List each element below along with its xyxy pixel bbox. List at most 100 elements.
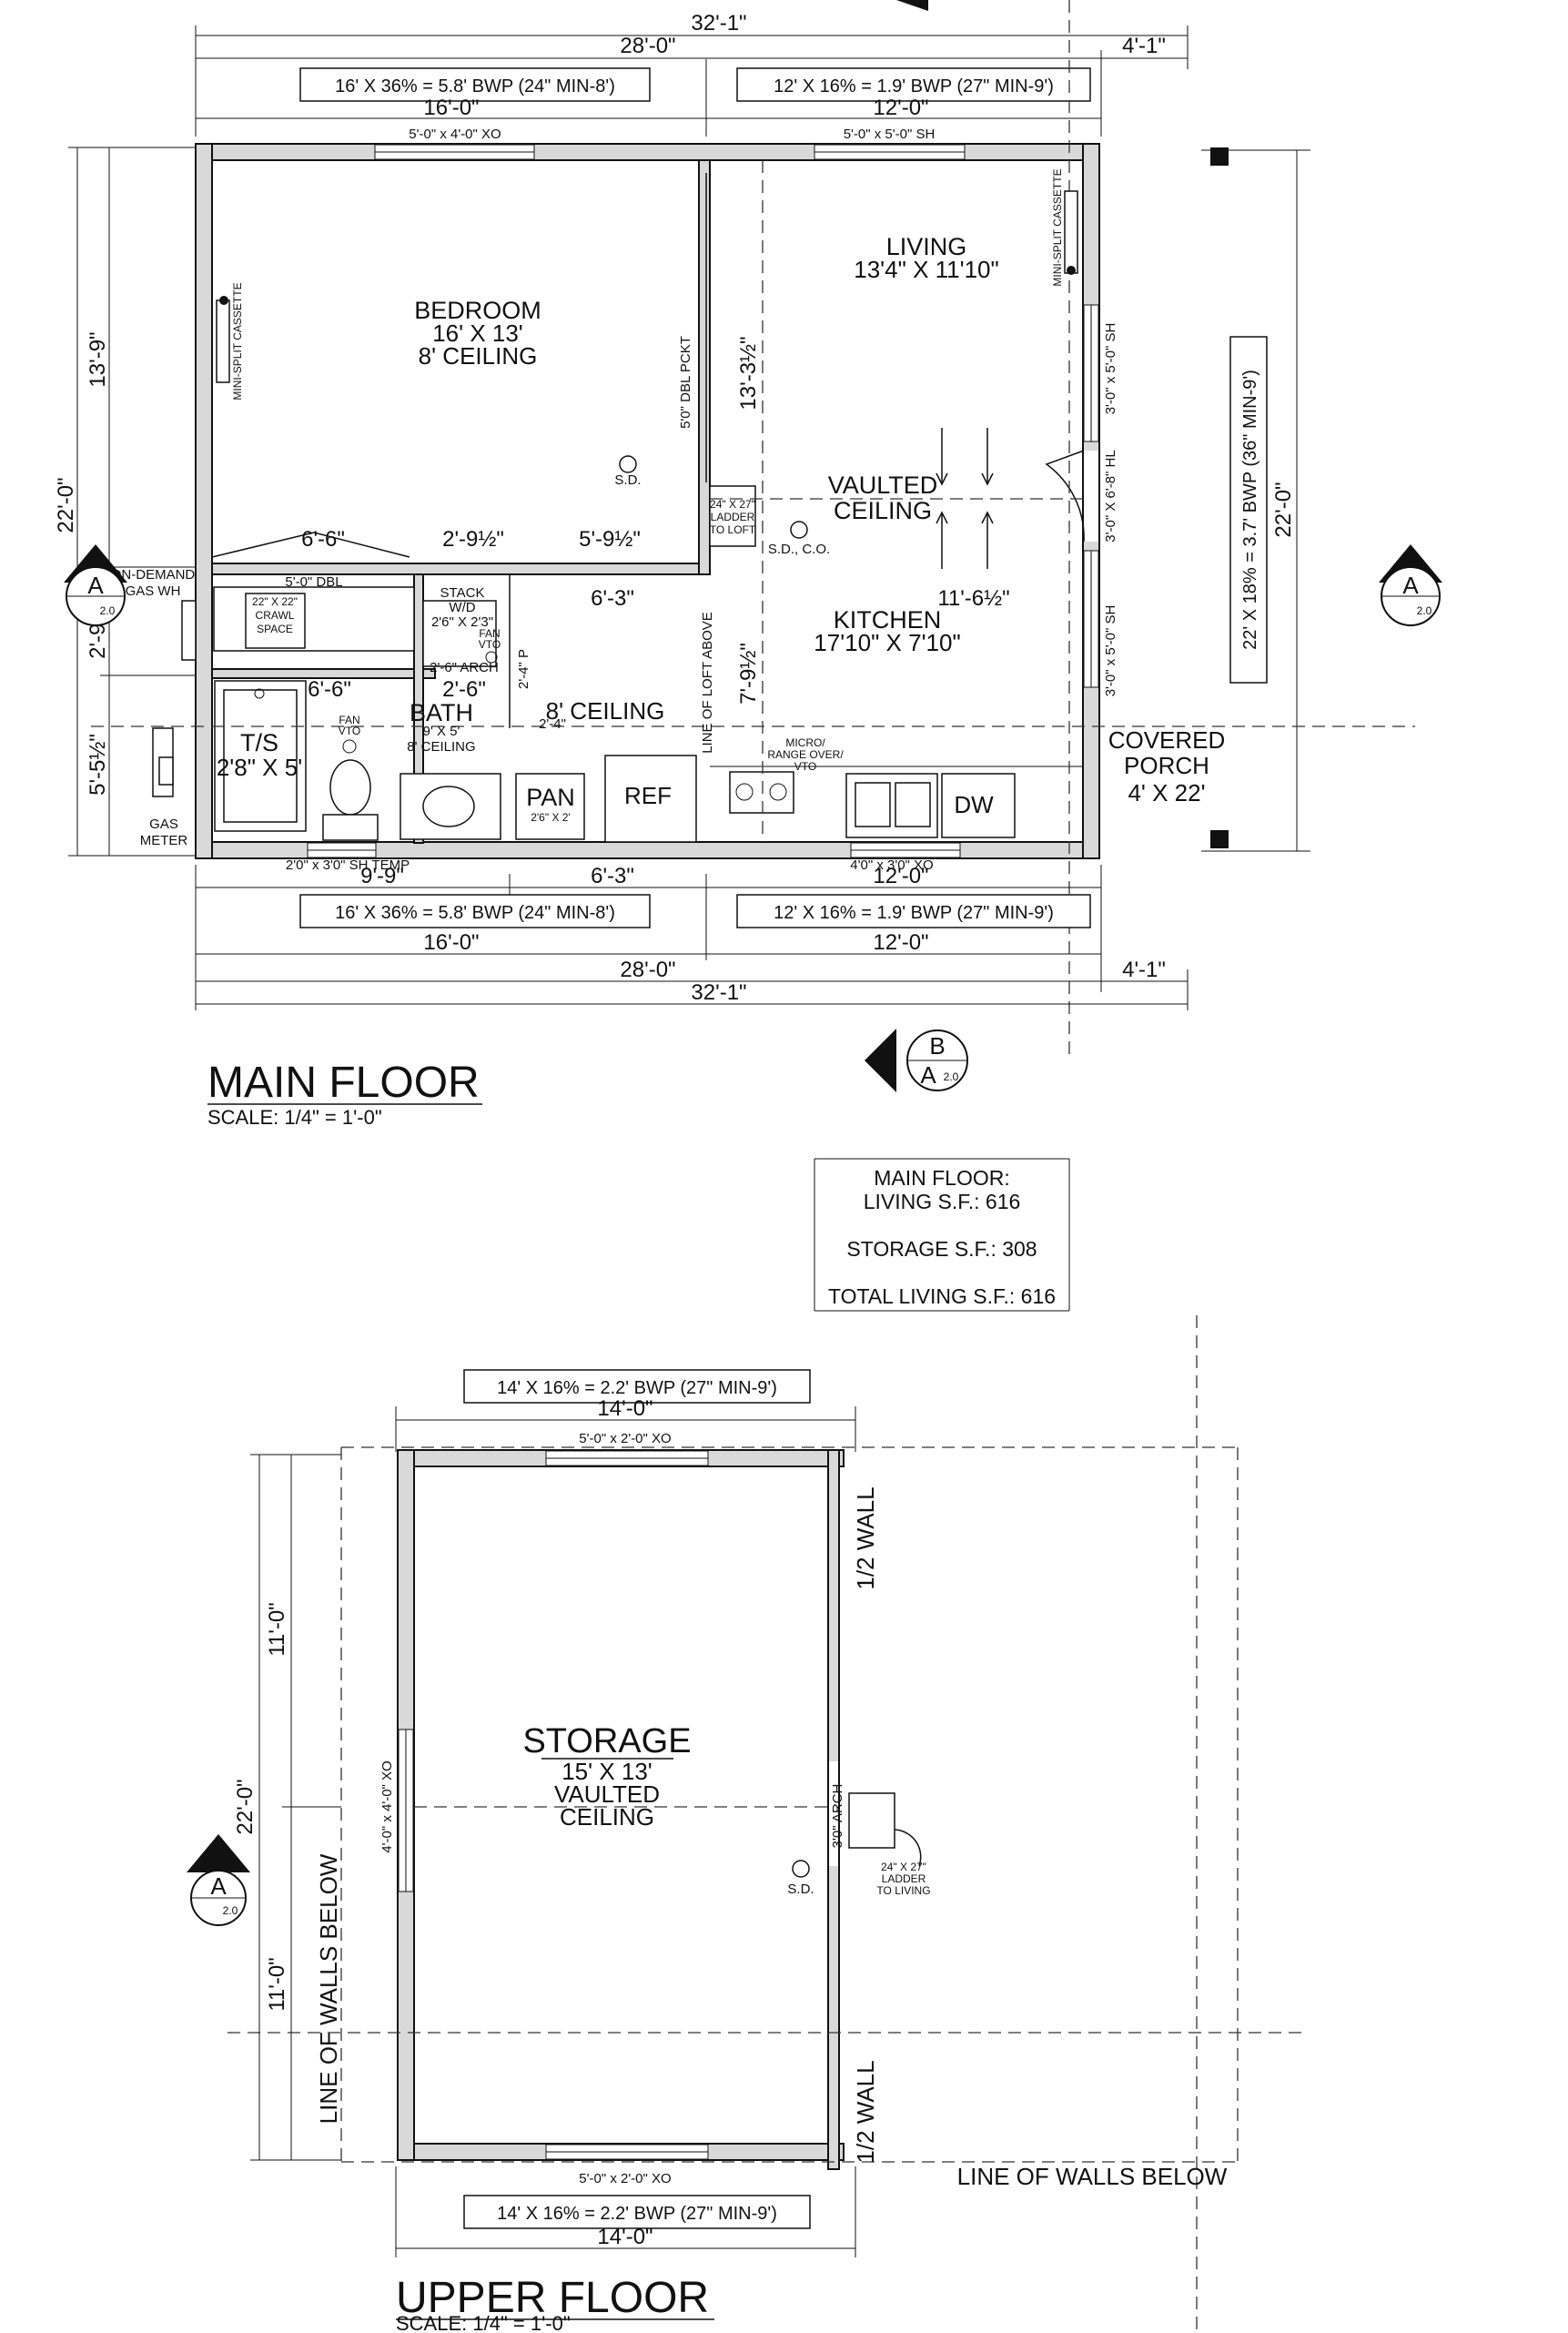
upper-ladder-2: LADDER — [882, 1872, 926, 1885]
bwp-left-top: 16' X 36% = 5.8' BWP (24" MIN-8') — [335, 76, 615, 96]
mini-split-right: MINI-SPLIT CASSETTE — [1051, 168, 1064, 286]
inner-dim-13-3: 13'-3½" — [736, 336, 761, 410]
inner-dim-2-6: 2'-6" — [442, 677, 486, 702]
main-floor-scale: SCALE: 1/4" = 1'-0" — [207, 1106, 382, 1129]
dim-right-top: 12'-0" — [873, 96, 928, 120]
fan-vto-b-2: VTO — [339, 725, 360, 737]
upper-h-total: 22'-0" — [233, 1779, 258, 1834]
bwp-right-bot: 12' X 16% = 1.9' BWP (27" MIN-9') — [774, 903, 1054, 923]
main-fixtures — [152, 600, 1083, 843]
room-size-bedroom: 16' X 13' — [432, 320, 523, 347]
dim-house-top: 28'-0" — [620, 34, 675, 58]
ladder-line-1: 24" X 27" — [710, 498, 755, 511]
storage-ceiling: CEILING — [560, 1803, 654, 1831]
dbl-pocket-note: 5'0" DBL PCKT — [678, 336, 693, 429]
win-bed-top: 5'-0" x 4'-0" XO — [409, 127, 501, 142]
inner-dim-2-4p: 2'-4" P — [516, 649, 531, 689]
dim-right-bot: 12'-0" — [873, 930, 928, 955]
marker-sheet-b: 2.0 — [944, 1070, 959, 1083]
upper-width-bot: 14'-0" — [597, 2225, 652, 2249]
dbl-door-note: 5'-0" DBL — [285, 574, 342, 590]
loft-line-note: LINE OF LOFT ABOVE — [700, 612, 715, 754]
dim-right-h-total: 22'-0" — [1271, 482, 1296, 537]
upper-h-top: 11'-0" — [265, 1602, 289, 1656]
dim-bot-mid: 6'-3" — [591, 864, 634, 888]
on-demand-line-2: GAS WH — [126, 583, 181, 599]
stats-storage: STORAGE S.F.: 308 — [846, 1237, 1037, 1261]
stats-total: TOTAL LIVING S.F.: 616 — [828, 1284, 1056, 1308]
ladder-line-3: TO LOFT — [710, 523, 756, 536]
fan-vto-a-1: FAN — [479, 627, 500, 640]
porch-line-1: COVERED — [1108, 726, 1226, 754]
main-interior-walls — [211, 159, 756, 844]
upper-ladder-1: 24" X 27" — [881, 1861, 926, 1873]
vaulted-label: VAULTED CEILING — [828, 472, 938, 524]
inner-dim-66a: 6'-6" — [301, 527, 345, 552]
crawl-line-3: SPACE — [257, 623, 293, 635]
porch-label: COVERED PORCH 4' X 22' — [1108, 726, 1226, 806]
room-ceiling-bedroom: 8' CEILING — [419, 342, 538, 370]
win-right-2: 3'-0" x 5'-0" SH — [1103, 605, 1118, 697]
win-kitchen-bot: 4'0" x 3'0" XO — [850, 857, 933, 873]
gas-meter-line-1: GAS — [149, 817, 178, 832]
pantry-label: PAN 2'6" X 2' — [526, 784, 575, 824]
inner-dim-5-9: 5'-9½" — [579, 527, 641, 552]
vault-arrows — [936, 428, 994, 569]
bedroom-label: BEDROOM 16' X 13' 8' CEILING — [414, 297, 541, 370]
upper-arch: 3'0" ARCH — [830, 1784, 845, 1849]
upper-h-bot: 11'-0" — [265, 1957, 289, 2011]
stack-line-2: W/D — [449, 600, 475, 615]
upper-dashed — [228, 1315, 1301, 2333]
room-ceiling-bath: 8' CEILING — [407, 739, 475, 755]
dim-overall-top: 32'-1" — [691, 11, 746, 36]
upper-ladder-3: TO LIVING — [876, 1884, 930, 1897]
marker-letter-right: A — [1402, 572, 1419, 599]
storage-vaulted: VAULTED — [554, 1780, 660, 1808]
inner-dim-2-9: 2'-9½" — [442, 527, 504, 552]
bwp-side: 22' X 18% = 3.7' BWP (36" MIN-9') — [1240, 370, 1260, 650]
upper-half-wall-top: 1/2 WALL — [852, 1486, 879, 1589]
inner-dim-6-3: 6'-3" — [591, 586, 634, 611]
dim-porch-bot: 4'-1" — [1122, 958, 1166, 982]
section-marker-top — [896, 0, 928, 11]
main-floor-title: MAIN FLOOR — [207, 1059, 480, 1107]
area-stats: MAIN FLOOR: LIVING S.F.: 616 STORAGE S.F… — [814, 1158, 1070, 1312]
micro-line-1: MICRO/ — [785, 736, 825, 749]
upper-floor-title: UPPER FLOOR — [396, 2274, 709, 2322]
main-left-dimensions: 13'-9" 22'-0" 2'-9½" 5'-5½" — [54, 147, 196, 857]
section-marker-left: A 2.0 — [64, 544, 127, 626]
bwp-left-bot: 16' X 36% = 5.8' BWP (24" MIN-8') — [335, 903, 615, 923]
room-size-living: 13'4" X 11'10" — [854, 256, 998, 283]
main-dashed-lines — [91, 0, 1415, 1056]
storage-label: STORAGE 15' X 13' VAULTED CEILING — [522, 1722, 691, 1831]
upper-bwp-bot: 14' X 16% = 2.2' BWP (27" MIN-9') — [497, 2204, 777, 2224]
pantry-name: PAN — [526, 784, 575, 811]
vaulted-line-1: VAULTED — [828, 472, 938, 499]
dim-house-bot: 28'-0" — [620, 958, 675, 982]
living-label: LIVING 13'4" X 11'10" — [854, 233, 998, 283]
shower-name: T/S — [240, 729, 278, 756]
dim-left-top: 16'-0" — [423, 96, 479, 120]
upper-floor-scale: SCALE: 1/4" = 1'-0" — [396, 2312, 571, 2333]
win-living-top: 5'-0" x 5'-0" SH — [844, 127, 936, 142]
dim-bot-right: 12'-0" — [873, 864, 928, 888]
dim-overall-bot: 32'-1" — [691, 980, 746, 1005]
marker-letter-b: B — [929, 1032, 945, 1060]
fan-vto-b-1: FAN — [339, 714, 359, 726]
smoke-detector-bed: S.D. — [614, 472, 641, 488]
porch-size: 4' X 22' — [1128, 779, 1205, 806]
main-bottom-dimensions: 9'-9" 6'-3" 12'-0" 16' X 36% = 5.8' BWP … — [195, 864, 1189, 1010]
arch-note: 2'-6" ARCH — [430, 660, 499, 675]
section-marker-right: A 2.0 — [1379, 544, 1442, 626]
bwp-right-top: 12' X 16% = 1.9' BWP (27" MIN-9') — [774, 76, 1054, 96]
main-interior-dimensions: 6'-6" 2'-9½" 5'-9½" 6'-3" 11'-6½" 13'-3½… — [301, 336, 1010, 732]
mini-split-left: MINI-SPLIT CASSETTE — [231, 282, 244, 400]
dim-porch-top: 4'-1" — [1122, 34, 1166, 58]
shower-size: 2'8" X 5' — [217, 754, 302, 781]
storage-size: 15' X 13' — [561, 1758, 652, 1785]
door-right: 3'-0" X 6'-8" HL — [1103, 450, 1118, 542]
room-size-kitchen: 17'10" X 7'10" — [814, 629, 960, 656]
micro-line-3: VTO — [794, 760, 816, 773]
main-right-dimensions: 22' X 18% = 3.7' BWP (36" MIN-9') 22'-0" — [1201, 149, 1310, 852]
